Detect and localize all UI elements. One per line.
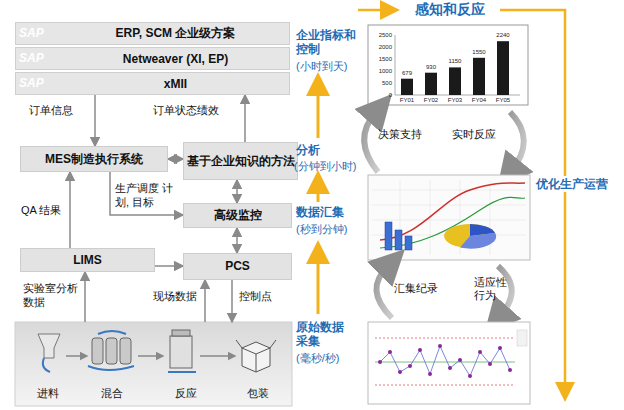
connector xyxy=(69,172,71,248)
time-scale: (分钟到小时) xyxy=(294,160,366,173)
step-caption: 混合 xyxy=(101,386,123,401)
connector xyxy=(231,280,233,322)
process-band: 进料 混合 反应 包装 xyxy=(15,322,292,406)
edge-label: 生产调度 计划, 目标 xyxy=(114,182,176,210)
edge-label: 控制点 xyxy=(238,290,273,304)
node-text: xMII xyxy=(164,77,187,91)
diagram-title: 感知和反应 xyxy=(412,1,488,19)
system-bar: Netweaver (XI, EP) xyxy=(15,47,290,70)
connector xyxy=(204,280,206,322)
connector xyxy=(244,95,246,142)
connector xyxy=(110,172,183,215)
edge-label: 现场数据 xyxy=(152,290,198,304)
process-box: 基于企业知识的方法 xyxy=(183,142,298,180)
axis-category: FY02 xyxy=(421,97,441,104)
level-name: 原始数据采集 xyxy=(296,320,348,349)
axis-tick: 1000 xyxy=(370,68,392,75)
axis-tick: 500 xyxy=(370,80,392,87)
connector xyxy=(94,95,96,146)
bar-value: 2240 xyxy=(493,32,513,39)
system-bar: ERP, SCM 企业级方案 xyxy=(15,22,290,45)
side-label: 优化生产运营 xyxy=(534,176,610,192)
connector xyxy=(84,272,86,322)
axis-tick: 1500 xyxy=(370,56,392,63)
axis-category: FY04 xyxy=(469,97,489,104)
bar-value: 930 xyxy=(421,64,441,71)
connector xyxy=(168,158,183,160)
process-box: 高级监控 xyxy=(183,203,292,228)
bar-value: 1150 xyxy=(445,58,465,65)
axis-tick: 0 xyxy=(370,92,392,99)
edge-label: 订单状态绩效 xyxy=(152,104,220,118)
step-caption: 反应 xyxy=(175,386,197,401)
process-box: MES制造执行系统 xyxy=(20,146,168,172)
cycle-label: 适应性行为 xyxy=(474,276,514,302)
node-text: ERP, SCM 企业级方案 xyxy=(116,25,236,42)
logo-text: SAP xyxy=(19,51,53,65)
axis-category: FY03 xyxy=(445,97,465,104)
node-text: 基于企业知识的方法 xyxy=(187,154,295,169)
node-text: PCS xyxy=(225,259,250,274)
axis-category: FY01 xyxy=(397,97,417,104)
time-scale: (秒到分钟) xyxy=(296,223,364,236)
system-bar: xMII xyxy=(15,72,290,95)
process-box: LIMS xyxy=(20,248,155,272)
connector xyxy=(155,265,183,267)
logo-text: SAP xyxy=(19,26,53,40)
axis-tick: 2000 xyxy=(370,44,392,51)
logo-text: SAP xyxy=(19,76,53,90)
edge-label: 订单信息 xyxy=(28,104,74,118)
edge-label: QA 结果 xyxy=(20,204,62,218)
node-text: MES制造执行系统 xyxy=(45,152,143,167)
node-text: 高级监控 xyxy=(214,208,262,223)
level-name: 数据汇集 xyxy=(296,205,362,219)
edge-label: 实验室分析数据 xyxy=(22,282,82,310)
process-box: PCS xyxy=(183,253,292,280)
step-caption: 进料 xyxy=(37,386,59,401)
level-name: 分析 xyxy=(296,143,362,157)
time-scale: (毫秒/秒) xyxy=(296,352,364,365)
cycle-label: 汇集纪录 xyxy=(394,282,438,295)
cycle-label: 决策支持 xyxy=(378,128,422,141)
bar-value: 1550 xyxy=(469,49,489,56)
axis-tick: 2500 xyxy=(370,32,392,39)
node-text: LIMS xyxy=(73,253,102,268)
connector xyxy=(236,180,238,203)
level-name: 企业指标和控制 xyxy=(296,28,362,57)
connector xyxy=(236,228,238,253)
node-text: Netweaver (XI, EP) xyxy=(123,52,228,66)
axis-category: FY05 xyxy=(493,97,513,104)
bar-value: 679 xyxy=(397,70,417,77)
time-scale: (小时到天) xyxy=(296,60,364,73)
cycle-label: 实时反应 xyxy=(452,128,496,141)
step-caption: 包装 xyxy=(247,386,269,401)
